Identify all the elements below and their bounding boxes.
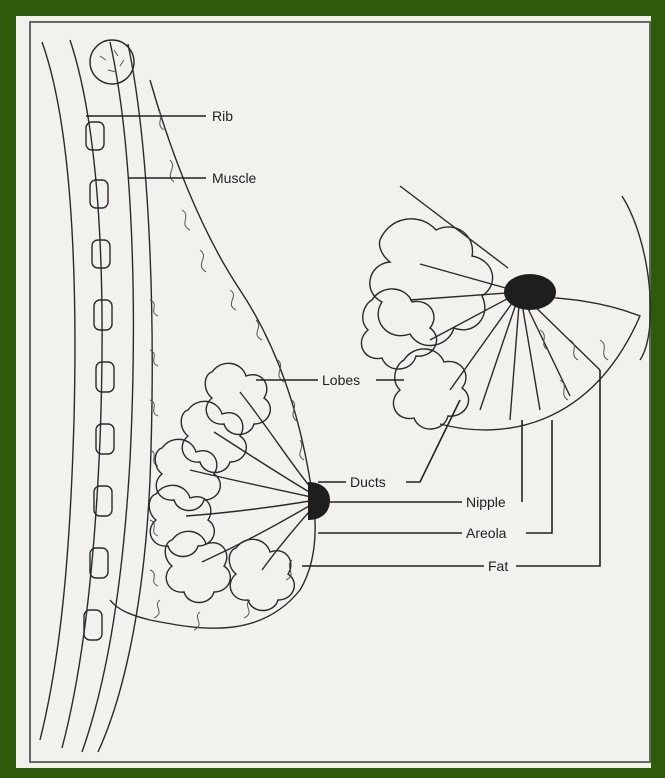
label-nipple: Nipple bbox=[466, 494, 506, 510]
breast-profile bbox=[110, 80, 315, 630]
label-muscle: Muscle bbox=[212, 170, 257, 186]
front-view bbox=[361, 186, 650, 430]
inner-frame-border bbox=[30, 22, 650, 762]
label-lobes: Lobes bbox=[322, 372, 360, 388]
chest-wall bbox=[40, 40, 152, 752]
nipple-side bbox=[308, 482, 330, 520]
label-areola: Areola bbox=[466, 525, 507, 541]
lobes-side bbox=[149, 363, 294, 610]
diagram-frame: Rib Muscle Lobes Ducts Nipple Areola Fat bbox=[16, 16, 651, 768]
rib-segments bbox=[84, 40, 134, 640]
breast-anatomy-diagram: Rib Muscle Lobes Ducts Nipple Areola Fat bbox=[16, 16, 651, 768]
label-ducts: Ducts bbox=[350, 474, 386, 490]
label-rib: Rib bbox=[212, 108, 233, 124]
label-fat: Fat bbox=[488, 558, 508, 574]
